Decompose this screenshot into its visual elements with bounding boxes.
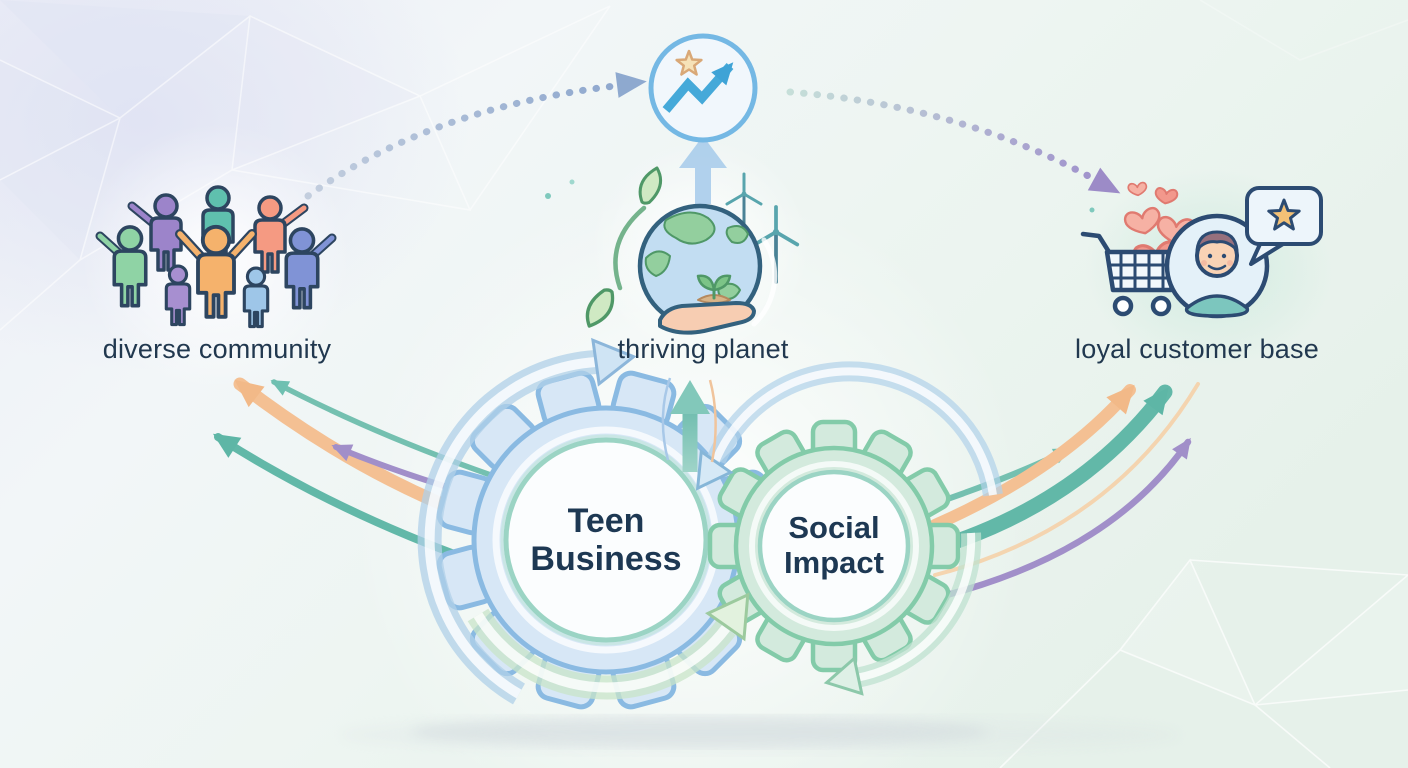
people-group-icon [95, 185, 337, 329]
gear-right-inner-circle [757, 469, 911, 623]
sparkle-dots [545, 179, 1095, 213]
speech-bubble-star-icon [1245, 186, 1323, 266]
gear-right-label: Social Impact [784, 510, 884, 580]
hand [658, 301, 756, 335]
label-thriving-planet: thriving planet [617, 334, 789, 364]
star-icon [675, 49, 703, 76]
gear-left-label: Teen Business [530, 501, 682, 578]
label-loyal-customer-base: loyal customer base [1075, 334, 1319, 364]
gear-social-impact [707, 419, 961, 673]
star-icon [1267, 198, 1301, 231]
growth-trend-arrow-icon [648, 33, 758, 143]
gear-left-inner-circle [503, 437, 709, 643]
gears-to-planet-arrow [661, 377, 717, 472]
gear-shadow [340, 717, 1180, 753]
customer-avatar [1164, 213, 1270, 319]
dotted-arc-community-to-growth [304, 72, 647, 200]
earth-in-hand-icon [577, 166, 800, 335]
shopping-cart-customer-icon [1080, 181, 1323, 319]
dotted-arc-growth-to-customers [786, 88, 1121, 194]
planet-to-growth-arrow [679, 136, 727, 204]
polygon-mesh-bottom-right [999, 0, 1408, 768]
polygon-mesh-top-left [0, 0, 611, 331]
circular-arrows [417, 337, 1003, 705]
label-diverse-community: diverse community [102, 334, 332, 364]
sprout [696, 274, 732, 304]
